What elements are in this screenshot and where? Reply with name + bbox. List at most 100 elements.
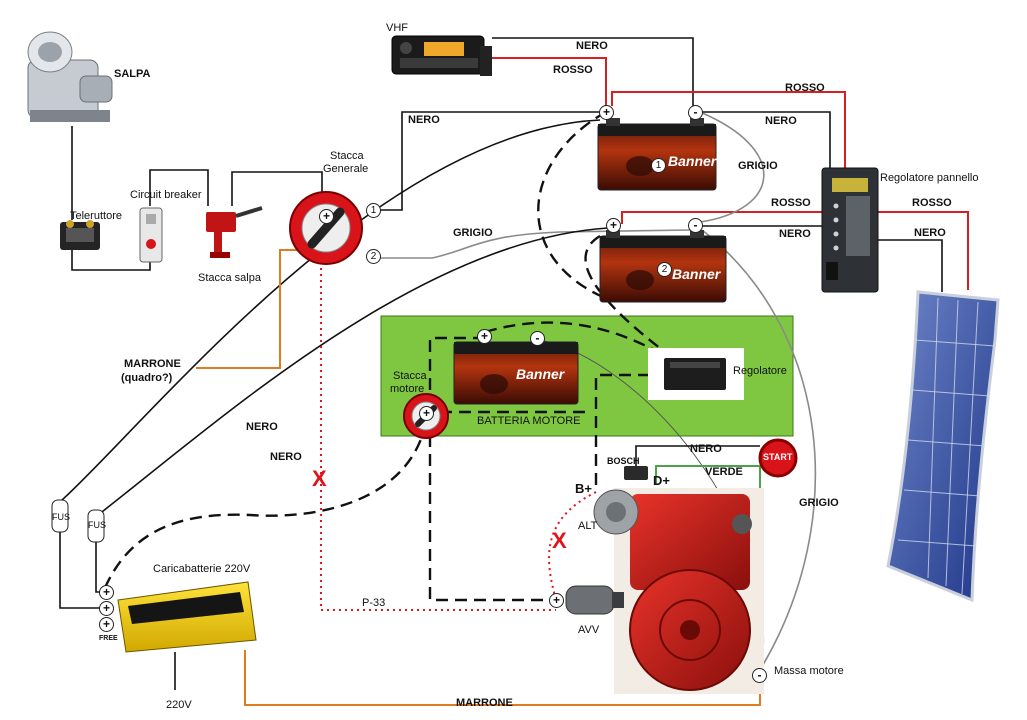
engine-battery xyxy=(453,341,579,405)
wire-tele-breaker xyxy=(71,250,151,271)
battery-2-brand: Banner xyxy=(672,266,721,282)
massa-minus-terminal: - xyxy=(752,668,767,683)
bat1-plus-terminal: + xyxy=(599,105,614,120)
d-plus-label: D+ xyxy=(653,473,670,488)
start-button xyxy=(758,438,798,478)
stacca-motore-plus-terminal: + xyxy=(419,406,434,421)
dashed-engbat-regolatore xyxy=(484,321,666,358)
nero-bosch-label: NERO xyxy=(690,443,722,455)
wire-nero-bat1-reg xyxy=(700,111,831,170)
stacca-output-2: 2 xyxy=(366,249,381,264)
wire-marrone-quadro xyxy=(196,249,298,369)
wire-vhf-rosso xyxy=(492,57,607,106)
verde-label: VERDE xyxy=(705,466,743,478)
stacca-generale-plus-terminal: + xyxy=(319,209,334,224)
stacca-generale-label-1: Stacca xyxy=(330,150,364,162)
bat1-minus-terminal: - xyxy=(688,105,703,120)
alternator xyxy=(593,489,639,535)
wire-p33 xyxy=(320,262,556,611)
nero-curve-label-1: NERO xyxy=(246,421,278,433)
teleruttore xyxy=(60,220,100,250)
rosso-panel-label: ROSSO xyxy=(912,197,952,209)
engbat-minus-terminal: - xyxy=(530,331,545,346)
wire-fus-charger1 xyxy=(59,530,100,609)
marrone-quadro-label-2: (quadro?) xyxy=(121,372,173,384)
charger-plus-terminal-3: + xyxy=(99,617,114,632)
dashed-bat1-bat2 xyxy=(537,110,611,302)
battery-2-number: 2 xyxy=(657,262,672,277)
bosch-label: BOSCH xyxy=(607,456,640,466)
p33-label: P-33 xyxy=(362,597,386,609)
charger-plus-terminal-2: + xyxy=(99,601,114,616)
fus-1-label: FUS xyxy=(52,512,70,522)
stacca-output-1: 1 xyxy=(366,203,381,218)
wire-fus-charger2 xyxy=(95,540,100,593)
dashed-stacca-charger xyxy=(102,421,428,591)
wire-alt-avv-dotted xyxy=(548,491,597,601)
rosso-bat2-label: ROSSO xyxy=(771,197,811,209)
dashed-bat2-regolatore xyxy=(584,234,666,353)
nero-bat2-label: NERO xyxy=(779,228,811,240)
rosso-vhf-label: ROSSO xyxy=(553,64,593,76)
bat2-plus-terminal: + xyxy=(606,218,621,233)
marrone-bottom-label: MARRONE xyxy=(456,697,513,709)
wire-rosso-bat2-reg xyxy=(621,211,822,224)
marrone-quadro-label-1: MARRONE xyxy=(124,358,181,370)
battery-1 xyxy=(597,118,717,191)
fus-1 xyxy=(51,499,69,533)
stacca-salpa-label: Stacca salpa xyxy=(198,272,261,284)
fus-2 xyxy=(87,509,105,543)
nero-curve-label-2: NERO xyxy=(270,451,302,463)
red-x-p33: X xyxy=(312,466,327,491)
circuit-breaker xyxy=(139,207,163,263)
wire-grigio-stacca2 xyxy=(380,229,691,259)
nero-vhf-label: NERO xyxy=(576,40,608,52)
caricabatterie-label: Caricabatterie 220V xyxy=(153,563,251,575)
solar-panel xyxy=(886,290,1000,603)
teleruttore-label: Teleruttore xyxy=(70,210,122,222)
battery-1-number: 1 xyxy=(651,158,666,173)
dashed-engbat-loop xyxy=(428,336,556,602)
alt-label: ALT xyxy=(578,520,598,532)
engbat-plus-terminal: + xyxy=(477,329,492,344)
wire-verde xyxy=(655,465,761,490)
start-label: START xyxy=(763,452,793,462)
salpa-label: SALPA xyxy=(114,68,151,80)
massa-motore-label: Massa motore xyxy=(774,665,844,677)
circuit-breaker-label: Circuit breaker xyxy=(130,189,202,201)
vhf-radio xyxy=(391,35,492,76)
free-label: FREE xyxy=(99,635,118,642)
wire-stacca-generale xyxy=(231,171,323,206)
bosch-relay xyxy=(624,466,648,480)
grigio-link-label: GRIGIO xyxy=(738,160,778,172)
battery-1-brand: Banner xyxy=(668,153,717,169)
grigio-massa-label: GRIGIO xyxy=(799,497,839,509)
vhf-label: VHF xyxy=(386,22,408,34)
red-x-alt: X xyxy=(552,528,567,553)
wire-nero-fus2 xyxy=(97,227,609,516)
nero-panel-label: NERO xyxy=(914,227,946,239)
avv-label: AVV xyxy=(578,624,600,636)
starter-motor xyxy=(565,585,624,615)
stacca-generale xyxy=(289,191,363,265)
solar-regulator xyxy=(821,167,879,293)
batteria-motore-label: BATTERIA MOTORE xyxy=(477,415,581,427)
stacca-motore-label-1: Stacca xyxy=(393,370,427,382)
wire-rosso-panel xyxy=(878,211,969,290)
nero-reg-label: NERO xyxy=(765,115,797,127)
regolatore-label: Regolatore xyxy=(733,365,787,377)
nero-stacca-label: NERO xyxy=(408,114,440,126)
wire-nero-panel xyxy=(878,239,943,292)
charger-plus-terminal-1: + xyxy=(99,585,114,600)
wire-rosso-bat1-reg xyxy=(611,91,846,170)
wire-grigio-bat-link xyxy=(699,111,765,223)
wire-bosch-start xyxy=(635,445,760,470)
rosso-reg-label: ROSSO xyxy=(785,82,825,94)
wire-marrone-bottom xyxy=(244,650,761,706)
wire-nero-stacca1 xyxy=(380,111,600,211)
stacca-motore-label-2: motore xyxy=(390,383,425,395)
wire-grigio-massa xyxy=(701,229,817,671)
wire-vhf-nero xyxy=(492,37,694,108)
